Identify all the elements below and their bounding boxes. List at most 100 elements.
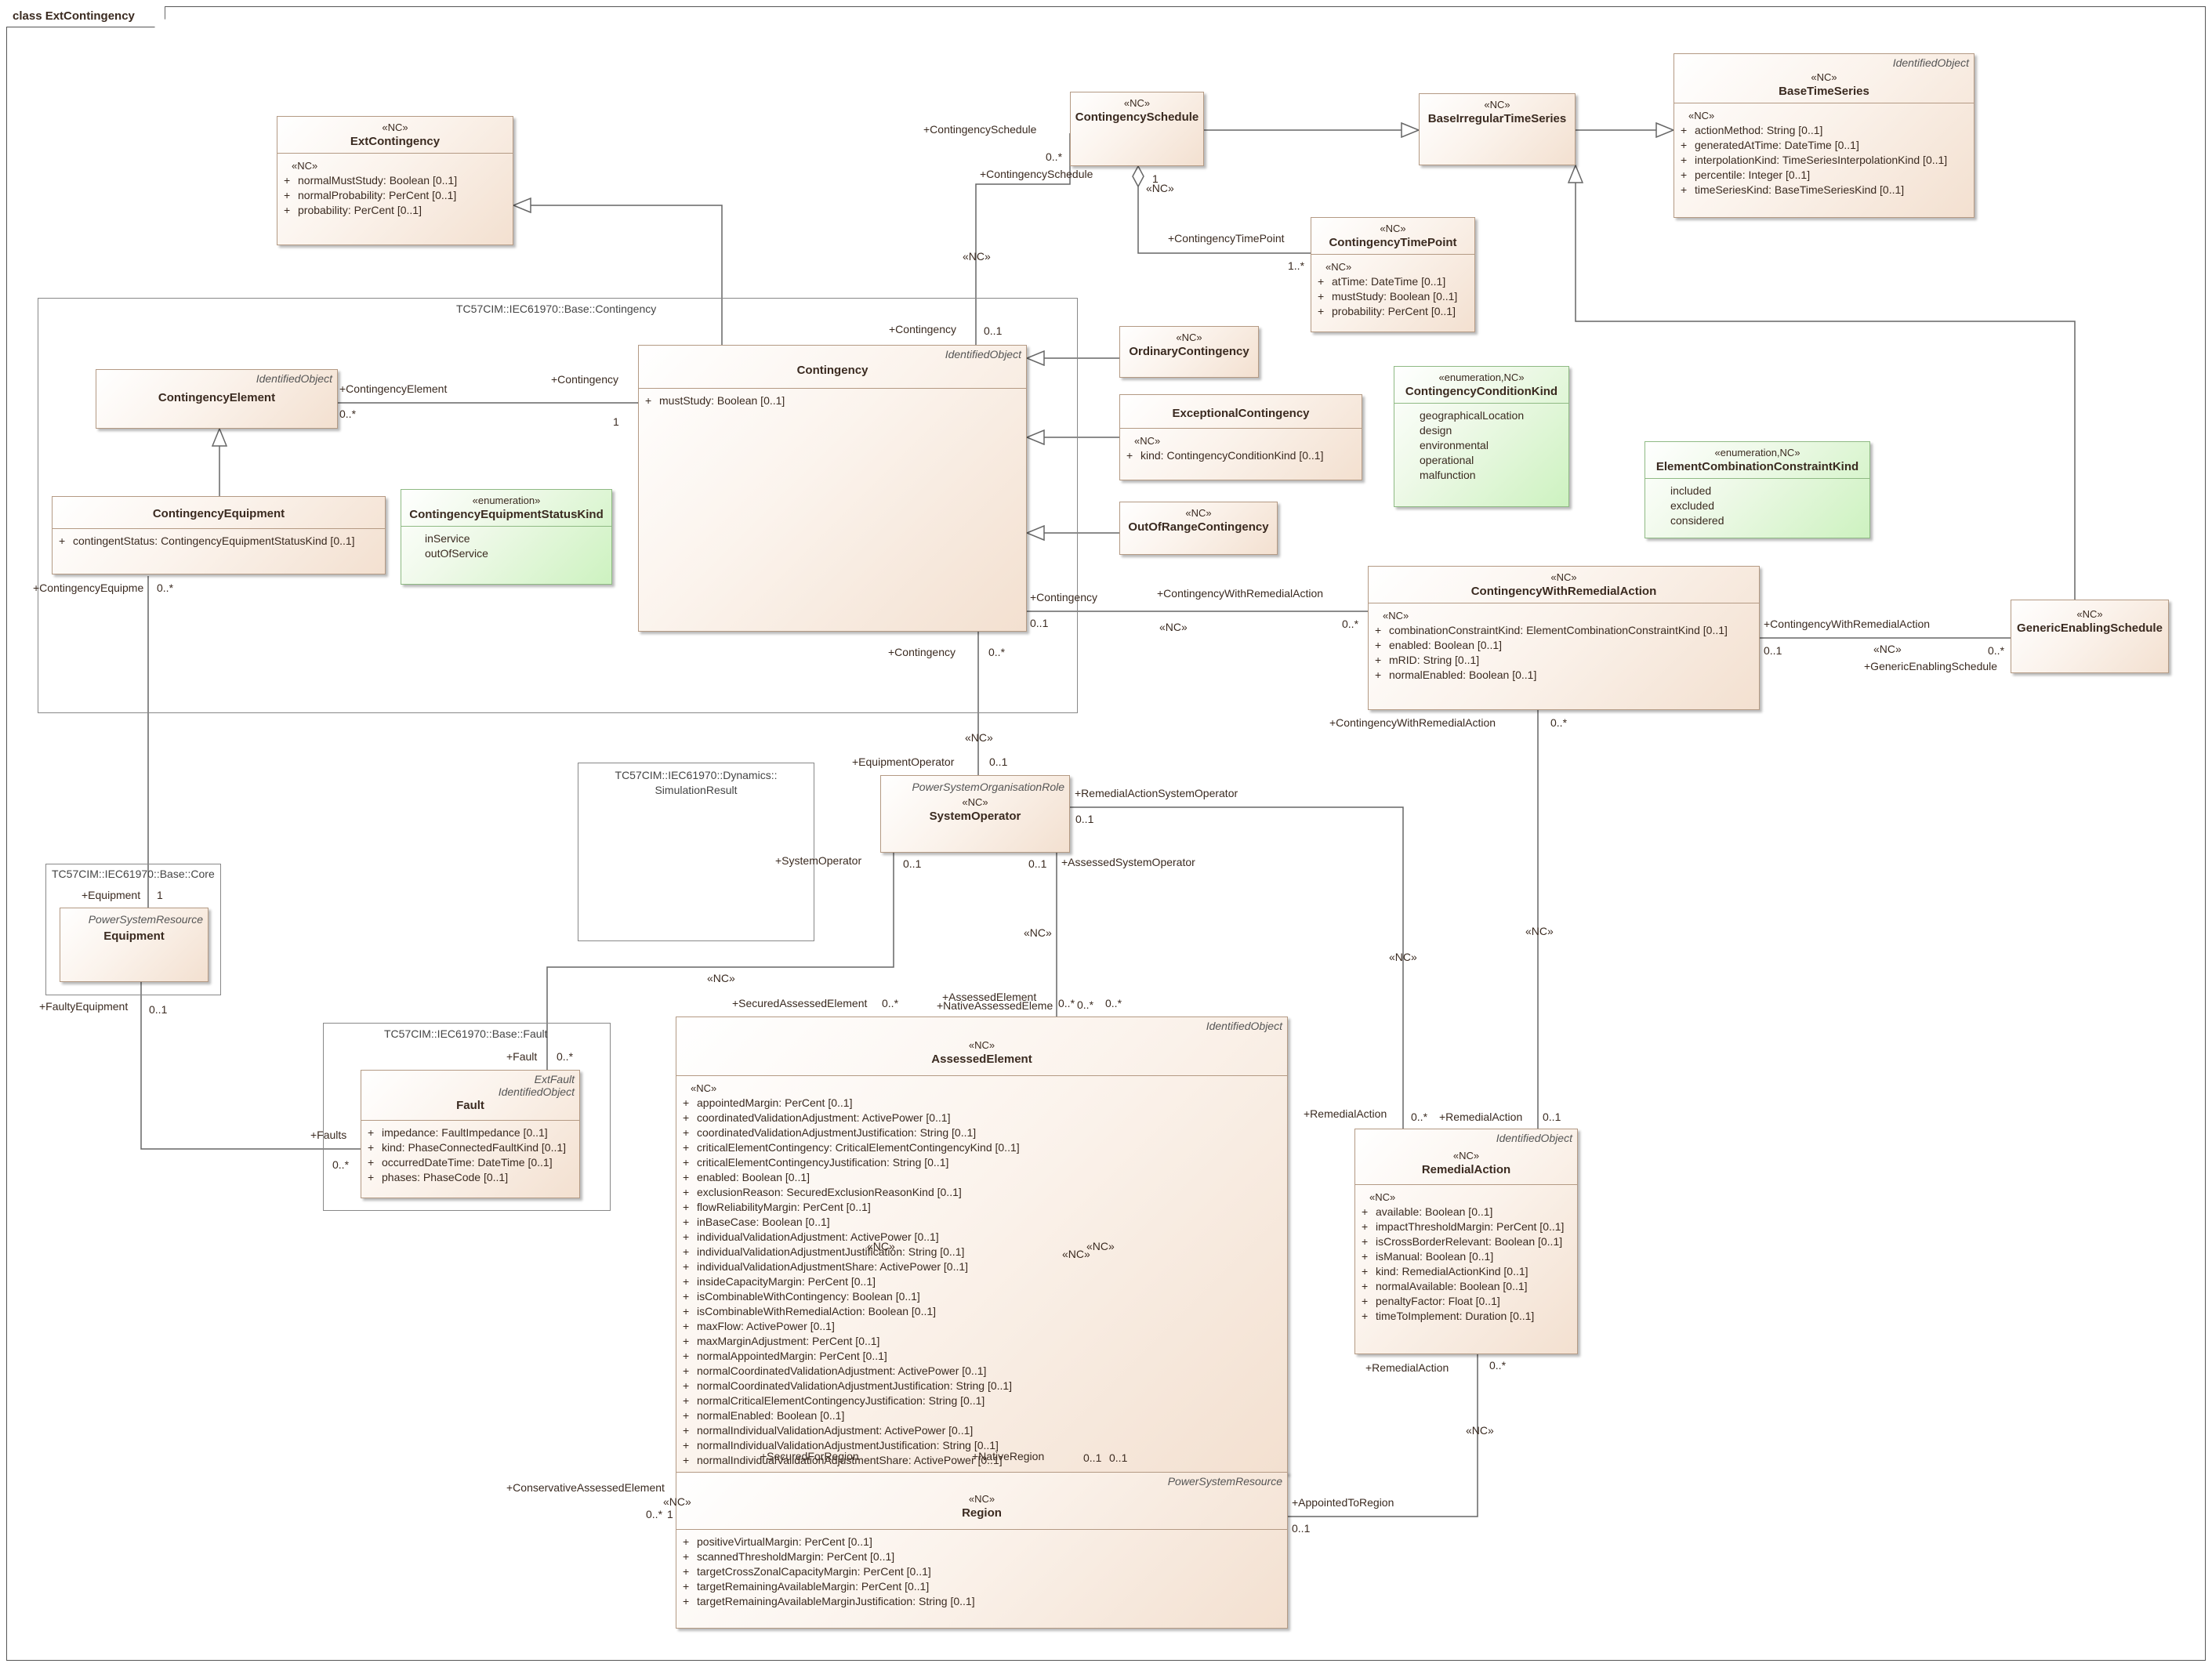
attribute-row: +isCombinableWithContingency: Boolean [0… — [683, 1290, 920, 1303]
role-label: +GenericEnablingSchedule — [1864, 660, 1998, 672]
class-name: ContingencyEquipment — [152, 507, 285, 520]
enum-literal: malfunction — [1420, 469, 1476, 481]
attribute: targetRemainingAvailableMargin: PerCent … — [697, 1580, 930, 1593]
multiplicity-label: 0..* — [1489, 1359, 1507, 1372]
multiplicity-label: 0..1 — [149, 1003, 168, 1016]
attribute: available: Boolean [0..1] — [1376, 1205, 1493, 1218]
class-exceptionalcontingency[interactable]: ExceptionalContingency «NC» +kind: Conti… — [1119, 394, 1362, 480]
parent-class: IdentifiedObject — [1892, 56, 1969, 69]
attribute: normalIndividualValidationAdjustmentJust… — [697, 1439, 999, 1451]
diagram-frame — [6, 6, 2206, 1661]
stereotype: «NC» — [968, 1493, 995, 1505]
attribute-row: +individualValidationAdjustmentShare: Ac… — [683, 1260, 969, 1273]
stereotype: «NC» — [962, 796, 988, 808]
role-label: +Contingency — [1030, 591, 1098, 603]
class-name: ElementCombinationConstraintKind — [1655, 460, 1859, 473]
attribute: kind: RemedialActionKind [0..1] — [1376, 1265, 1528, 1277]
class-assessedelement[interactable]: IdentifiedObject «NC» AssessedElement «NC»… — [676, 1017, 1288, 1474]
attribute: insideCapacityMargin: PerCent [0..1] — [697, 1275, 876, 1288]
attribute-row: +coordinatedValidationAdjustmentJustific… — [683, 1126, 977, 1139]
assoc-remedialaction-region — [1288, 1354, 1478, 1517]
attribute: normalProbability: PerCent [0..1] — [298, 189, 457, 201]
role-label: +Contingency — [889, 323, 957, 335]
attribute: generatedAtTime: DateTime [0..1] — [1695, 139, 1859, 151]
multiplicity-label: 0..* — [1988, 644, 2005, 657]
class-extcontingency[interactable]: «NC»ExtContingency «NC» +normalMustStudy… — [277, 116, 513, 245]
role-label: +Equipment — [82, 889, 141, 901]
stereotype: «enumeration» — [472, 495, 541, 506]
role-label: +NativeAssessedEleme — [937, 999, 1053, 1012]
stereotype: «enumeration,NC» — [1438, 371, 1525, 383]
stereotype: «NC» — [382, 121, 408, 133]
role-label: +ContingencySchedule — [980, 168, 1093, 180]
attribute: contingentStatus: ContingencyEquipmentSt… — [73, 535, 355, 547]
attribute-list: «NC»+appointedMargin: PerCent [0..1]+coo… — [676, 1076, 1287, 1471]
multiplicity-label: 0..1 — [989, 756, 1008, 768]
attribute: normalAvailable: Boolean [0..1] — [1376, 1280, 1528, 1292]
parent-class: IdentifiedObject — [1206, 1020, 1282, 1032]
stereotype-label: «NC» — [1062, 1248, 1090, 1260]
multiplicity-label: 0..* — [646, 1508, 663, 1520]
class-remedialaction[interactable]: IdentifiedObject«NC»RemedialAction «NC» … — [1354, 1129, 1578, 1354]
parent-class: PowerSystemResource — [1167, 1475, 1282, 1488]
role-label: +ContingencyEquipme — [33, 582, 144, 594]
attribute: coordinatedValidationAdjustment: ActiveP… — [697, 1111, 951, 1124]
class-name: ExtContingency — [350, 135, 441, 148]
package-core — [45, 864, 221, 995]
class-ordinarycontingency[interactable]: «NC»OrdinaryContingency — [1119, 326, 1259, 378]
attribute: coordinatedValidationAdjustmentJustifica… — [697, 1126, 977, 1139]
multiplicity-label: 0..* — [1550, 716, 1568, 729]
attribute-row: +criticalElementContingencyJustification… — [683, 1156, 949, 1169]
class-elementcombinationconstraintkind[interactable]: «enumeration,NC»ElementCombinationConstr… — [1644, 441, 1870, 538]
multiplicity-label: 1 — [667, 1508, 673, 1520]
class-genericenablingschedule[interactable]: «NC»GenericEnablingSchedule — [2011, 600, 2169, 673]
parent-class: ExtFault — [534, 1073, 575, 1085]
role-label: +ConservativeAssessedElement — [506, 1481, 665, 1494]
enum-literal: outOfService — [425, 547, 488, 560]
class-region[interactable]: PowerSystemResource«NC»Region +positiveV… — [676, 1472, 1288, 1629]
multiplicity-label: 0..* — [1342, 618, 1359, 630]
class-name: Contingency — [796, 364, 868, 377]
class-systemoperator[interactable]: PowerSystemOrganisationRole«NC»SystemOpe… — [880, 775, 1070, 853]
class-contingencywithremedialaction[interactable]: «NC»ContingencyWithRemedialAction «NC» +… — [1368, 566, 1760, 710]
enum-literal: excluded — [1670, 499, 1715, 512]
multiplicity-label: 0..1 — [903, 857, 922, 870]
multiplicity-label: 0..1 — [1083, 1451, 1102, 1464]
class-name: AssessedElement — [931, 1053, 1032, 1066]
stereotype: «NC» — [2076, 608, 2103, 620]
attribute: phases: PhaseCode [0..1] — [382, 1171, 509, 1183]
enum-literal: design — [1420, 424, 1452, 437]
stereotype-label: «NC» — [1525, 925, 1554, 937]
package-core-name: TC57CIM::IEC61970::Base::Core — [52, 868, 215, 880]
class-contingencyschedule[interactable]: «NC»ContingencySchedule — [1070, 92, 1204, 166]
attribute: normalIndividualValidationAdjustment: Ac… — [697, 1424, 974, 1437]
assoc-schedule-timepoint — [1138, 166, 1311, 254]
class-contingencyconditionkind[interactable]: «enumeration,NC»ContingencyConditionKind… — [1394, 366, 1569, 507]
class-contingencyequipmentstatuskind[interactable]: «enumeration»ContingencyEquipmentStatusK… — [401, 489, 612, 585]
attribute: occurredDateTime: DateTime [0..1] — [382, 1156, 553, 1169]
role-label: +RemedialAction — [1439, 1111, 1523, 1123]
attr-stereotype: «NC» — [1688, 110, 1715, 121]
class-contingencytimepoint[interactable]: «NC»ContingencyTimePoint «NC» +atTime: D… — [1311, 217, 1475, 332]
stereotype-label: «NC» — [963, 250, 991, 263]
class-baseirregulartimeseries[interactable]: «NC»BaseIrregularTimeSeries — [1419, 93, 1576, 165]
package-dynamics-line2: SimulationResult — [655, 784, 738, 796]
attribute: kind: ContingencyConditionKind [0..1] — [1140, 449, 1324, 462]
class-contingencyequipment[interactable]: ContingencyEquipment +contingentStatus: … — [52, 496, 386, 574]
attribute: mustStudy: Boolean [0..1] — [659, 394, 785, 407]
class-outofrangecontingency[interactable]: «NC»OutOfRangeContingency — [1119, 502, 1278, 555]
attribute-row: +insideCapacityMargin: PerCent [0..1] — [683, 1275, 876, 1288]
role-label: +ContingencySchedule — [923, 123, 1037, 136]
multiplicity-label: 1 — [1152, 172, 1159, 185]
attribute: probability: PerCent [0..1] — [1332, 305, 1456, 317]
stereotype-label: «NC» — [1086, 1240, 1115, 1252]
class-basetimeseries[interactable]: IdentifiedObject«NC»BaseTimeSeries «NC» … — [1674, 53, 1974, 218]
stereotype-label: «NC» — [965, 731, 993, 744]
attribute-row: +isCombinableWithRemedialAction: Boolean… — [683, 1305, 937, 1317]
package-dynamics-simulationresult: TC57CIM::IEC61970::Dynamics:: Simulation… — [578, 763, 814, 941]
class-name: OrdinaryContingency — [1129, 345, 1249, 358]
